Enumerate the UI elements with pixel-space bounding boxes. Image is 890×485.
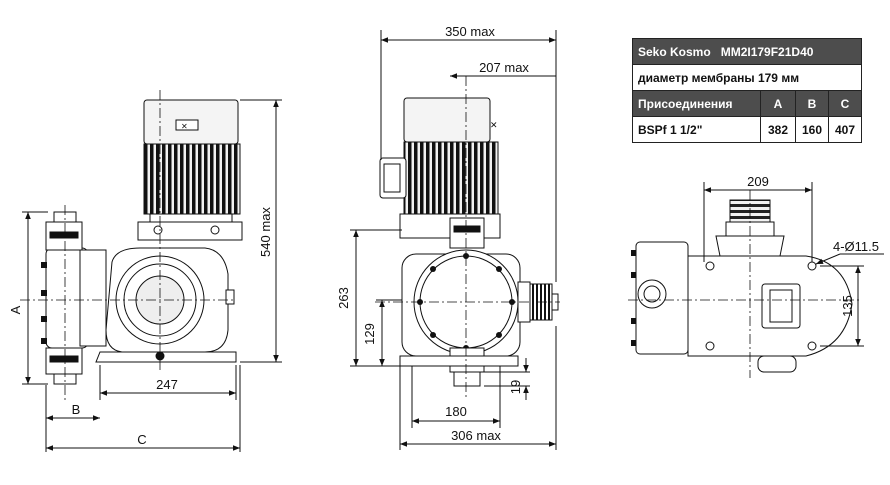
top-dim-209: 209: [747, 174, 769, 189]
spec-val-a: 382: [760, 116, 796, 143]
front-dim-263: 263: [336, 287, 351, 309]
spec-val-b: 160: [795, 116, 829, 143]
front-dim-19: 19: [508, 380, 523, 394]
spec-model-row: Seko Kosmo MM2I179F21D40: [632, 38, 862, 65]
side-dim-c: C: [137, 432, 146, 447]
spec-conn-header: Присоединения: [632, 90, 761, 117]
spec-table: Seko Kosmo MM2I179F21D40 диаметр мембран…: [632, 38, 862, 143]
spec-col-b: B: [795, 90, 829, 117]
svg-text:✕: ✕: [181, 122, 188, 131]
front-dim-180: 180: [445, 404, 467, 419]
top-view: [628, 182, 884, 378]
side-dim-247: 247: [156, 377, 178, 392]
side-dim-540: 540 max: [258, 207, 273, 257]
front-dim-207: 207 max: [479, 60, 529, 75]
front-view: ✕: [350, 30, 560, 450]
spec-conn-value: BSPf 1 1/2": [632, 116, 761, 143]
front-motor-fins: [403, 141, 499, 215]
front-dim-350: 350 max: [445, 24, 495, 39]
front-dim-129: 129: [362, 323, 377, 345]
top-dim-135: 135: [840, 295, 855, 317]
side-view: ✕: [20, 90, 282, 452]
side-dim-a: A: [8, 305, 23, 314]
spec-col-a: A: [760, 90, 796, 117]
spec-col-c: C: [828, 90, 862, 117]
spec-membrane: диаметр мембраны 179 мм: [632, 64, 862, 91]
top-dim-holes: 4-Ø11.5: [833, 239, 879, 254]
spec-model-label: Seko Kosmo: [638, 44, 711, 59]
spec-val-c: 407: [828, 116, 862, 143]
front-motor-cap: [403, 97, 491, 143]
svg-text:✕: ✕: [490, 120, 498, 130]
spec-model-code: MM2I179F21D40: [720, 44, 814, 59]
side-dim-b: B: [72, 402, 81, 417]
side-motor-terminal: [175, 119, 199, 131]
front-dim-306: 306 max: [451, 428, 501, 443]
side-motor-fins: [143, 143, 241, 215]
